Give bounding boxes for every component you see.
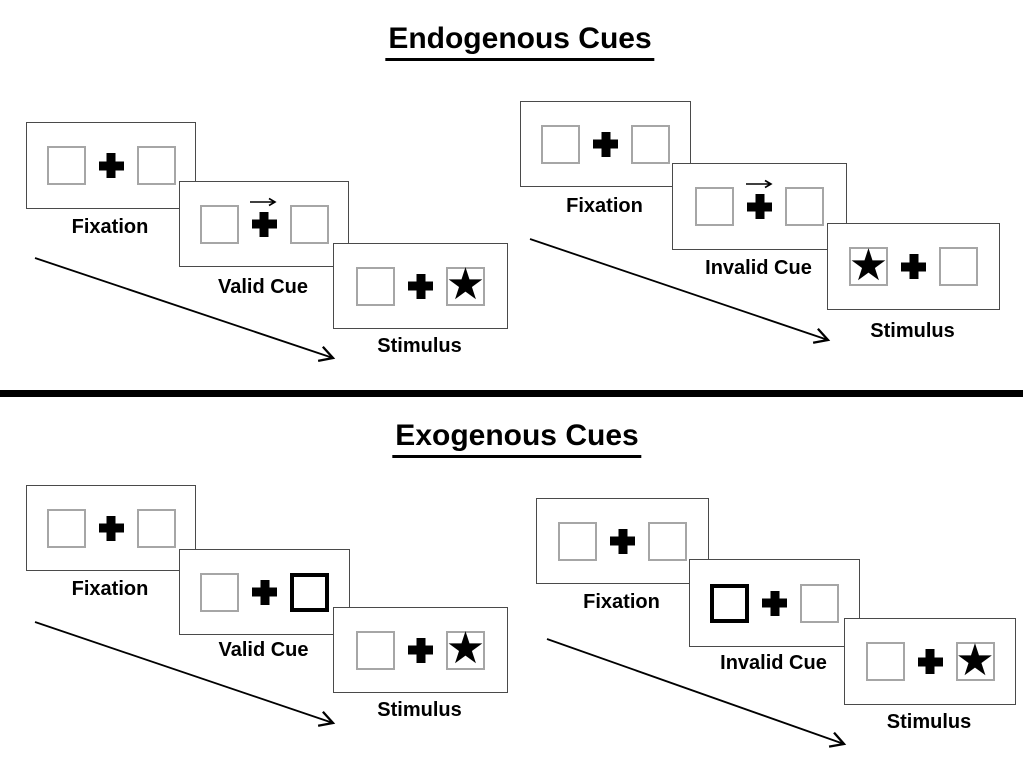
endo-invalid-cue-panel	[672, 163, 847, 250]
fixation-cross-icon	[901, 254, 926, 279]
right-thick-cue-square	[290, 572, 329, 612]
right-target-square: ★	[955, 635, 995, 685]
cue-arrow-right-icon	[250, 197, 277, 206]
right-placeholder-square	[136, 508, 176, 548]
left-placeholder-square	[356, 266, 395, 306]
fixation-cross-icon	[610, 529, 635, 554]
endo-invalid-fixation-panel	[520, 101, 691, 187]
right-placeholder-square	[289, 204, 329, 244]
endo-invalid-stimulus-panel: ★	[827, 223, 1000, 310]
fixation-cross-icon	[762, 591, 787, 616]
fixation-cross-icon	[918, 649, 943, 674]
right-placeholder-square	[939, 247, 978, 286]
endo-valid-cue-label: Valid Cue	[217, 276, 309, 298]
exo-valid-cue-label: Valid Cue	[218, 639, 309, 661]
exo-invalid-stimulus-label: Stimulus	[886, 711, 972, 733]
endo-invalid-fixation-label: Fixation	[566, 195, 643, 217]
left-placeholder-square	[695, 187, 734, 226]
endo-valid-fixation-label: Fixation	[71, 216, 149, 238]
target-star-icon: ★	[445, 624, 486, 673]
time-sequence-arrow	[529, 238, 831, 344]
section-divider	[0, 390, 1023, 397]
left-thick-cue-square	[710, 583, 749, 623]
left-placeholder-square	[46, 508, 86, 548]
exo-valid-stimulus-panel: ★	[333, 607, 508, 693]
endo-invalid-stimulus-label: Stimulus	[870, 320, 955, 342]
central-cue	[250, 197, 277, 237]
target-star-icon: ★	[848, 240, 889, 290]
right-target-square: ★	[445, 624, 486, 673]
fixation-cross-icon	[408, 274, 433, 299]
left-placeholder-square	[558, 521, 597, 561]
fixation-cross-icon	[99, 153, 124, 178]
right-placeholder-square	[785, 187, 824, 226]
fixation-cross-icon	[408, 638, 433, 663]
time-sequence-arrow	[34, 621, 336, 727]
endogenous-section-title: Endogenous Cues	[385, 22, 655, 61]
right-placeholder-square	[136, 146, 176, 185]
exo-invalid-cue-label: Invalid Cue	[720, 652, 827, 674]
fixation-cross-icon	[252, 580, 277, 605]
left-placeholder-square	[200, 572, 239, 612]
time-sequence-arrow	[546, 638, 847, 748]
left-placeholder-square	[356, 630, 395, 670]
exo-invalid-cue-panel	[689, 559, 860, 647]
fixation-cross-icon	[252, 212, 277, 237]
left-placeholder-square	[199, 204, 239, 244]
fixation-cross-icon	[593, 132, 618, 157]
right-placeholder-square	[648, 521, 687, 561]
left-placeholder-square	[865, 642, 905, 681]
left-placeholder-square	[541, 124, 580, 164]
central-cue	[745, 179, 773, 219]
right-placeholder-square	[631, 124, 670, 164]
exo-valid-cue-panel	[179, 549, 350, 635]
target-star-icon: ★	[445, 260, 486, 309]
time-sequence-arrow	[34, 257, 336, 362]
exo-valid-fixation-panel	[26, 485, 196, 571]
right-target-square: ★	[445, 260, 486, 309]
endo-valid-stimulus-label: Stimulus	[377, 335, 462, 357]
target-star-icon: ★	[955, 635, 995, 685]
endo-valid-fixation-panel	[26, 122, 196, 209]
cue-arrow-right-icon	[745, 179, 773, 189]
fixation-cross-icon	[747, 194, 772, 219]
left-placeholder-square	[46, 146, 86, 185]
exo-invalid-fixation-label: Fixation	[583, 591, 660, 613]
exo-invalid-stimulus-panel: ★	[844, 618, 1016, 705]
exo-valid-fixation-label: Fixation	[71, 578, 149, 600]
endo-valid-stimulus-panel: ★	[333, 243, 508, 329]
exo-valid-stimulus-label: Stimulus	[377, 699, 462, 721]
exo-invalid-fixation-panel	[536, 498, 709, 584]
endo-invalid-cue-label: Invalid Cue	[705, 257, 812, 279]
fixation-cross-icon	[99, 516, 124, 541]
exogenous-section-title: Exogenous Cues	[392, 419, 642, 458]
left-target-square: ★	[848, 240, 889, 290]
right-placeholder-square	[800, 583, 839, 623]
endo-valid-cue-panel	[179, 181, 349, 267]
